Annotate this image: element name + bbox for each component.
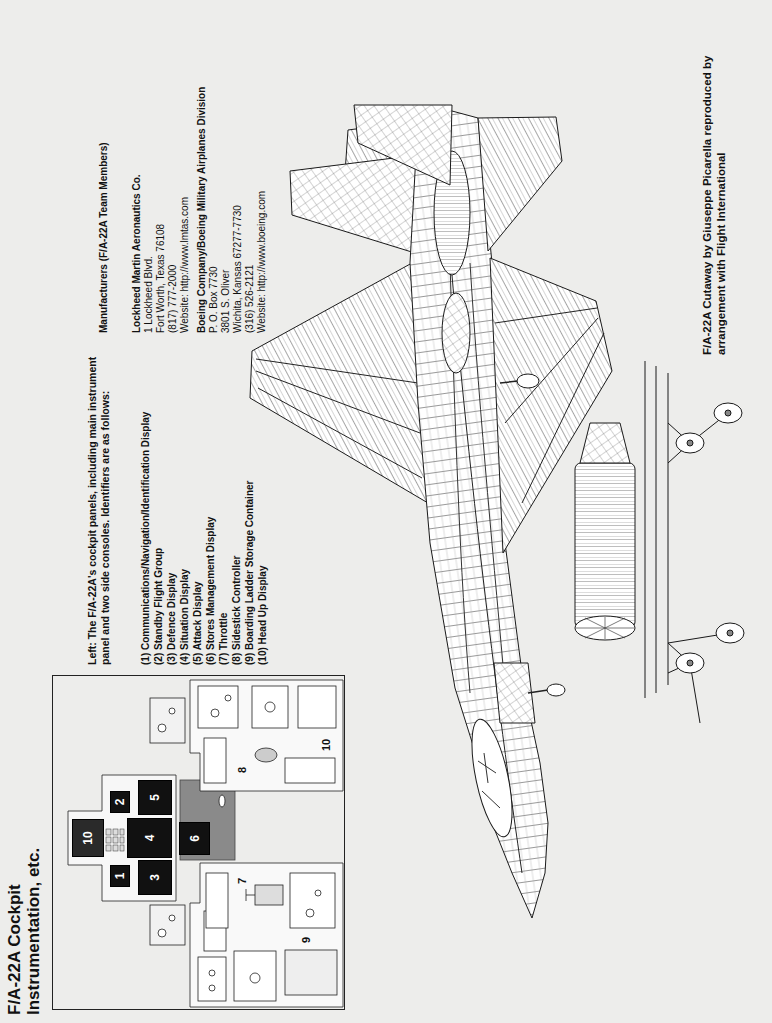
callout-number: 10: [320, 739, 333, 751]
identifier-item: (3) Defence Display: [166, 573, 178, 665]
address-line: P. O. Box 7730: [208, 266, 220, 333]
address-line: Website: http://www.boeing.com: [256, 191, 268, 333]
address-line: Wichita, Kansas 67277-7730: [232, 205, 244, 333]
identifier-item: (4) Situation Display: [179, 569, 191, 665]
callout-number: 5: [148, 794, 162, 801]
identifier-item: (7) Throttle: [218, 613, 230, 665]
mfd-display: 3: [138, 860, 172, 895]
callout-number: 3: [148, 874, 162, 881]
callout-number: 10: [81, 831, 95, 844]
cockpit-panels: [68, 680, 343, 1007]
keypad: [106, 829, 124, 851]
address-line: Fort Worth, Texas 76108: [155, 224, 167, 333]
callout-number: 9: [300, 937, 313, 943]
standby-display: 2: [110, 791, 130, 813]
panel-heading: F/A-22A Cockpit Instrumentation, etc.: [5, 820, 43, 1015]
intro-note: Left: The F/A-22A's cockpit panels, incl…: [86, 350, 111, 665]
identifier-item: (5) Attack Display: [192, 581, 204, 665]
standby-display: 1: [110, 865, 130, 887]
engine-and-trolley: [575, 361, 744, 723]
identifier-item: (10) Head Up Display: [257, 566, 269, 665]
address-line: (817) 777-2000: [167, 265, 179, 333]
callout-number: 7: [236, 878, 249, 884]
callout-number: 8: [236, 767, 249, 773]
mfd-display: 4: [127, 818, 172, 858]
cockpit-frame: F/A-22A Cockpit Instrumentation, etc. 10 1…: [5, 675, 345, 1015]
identifier-item: (9) Boarding Ladder Storage Container: [244, 481, 256, 665]
address-line: 1 Lockheed Blvd.: [143, 256, 155, 333]
hud-display: 10: [72, 819, 104, 857]
address-line: 3801 S. Oliver: [220, 270, 232, 333]
callout-number: 2: [113, 799, 127, 806]
address-line: Website: http://www.lmtas.com: [179, 197, 191, 333]
callout-number: 1: [113, 873, 127, 880]
address-line: Boeing Company/Boeing Military Airplanes…: [196, 87, 208, 333]
identifier-item: (2) Standby Flight Group: [153, 548, 165, 665]
identifier-item: (6) Stores Management Display: [205, 517, 217, 665]
identifier-item: (8) Sidestick Controller: [231, 556, 243, 665]
callout-number: 4: [143, 835, 157, 842]
aircraft-cutaway: [250, 105, 612, 918]
figure-caption: F/A-22A Cutaway by Giuseppe Picarella re…: [700, 10, 728, 355]
section-heading: Manufacturers (F/A-22A Team Members): [98, 142, 110, 333]
address-line: Lockheed Martin Aeronautics Co.: [131, 174, 143, 333]
identifier-item: (1) Communications/Navigation/Identifica…: [140, 412, 152, 665]
mfd-display: 6: [179, 822, 210, 855]
mfd-display: 5: [138, 780, 172, 815]
address-line: (316) 526-2121: [244, 265, 256, 333]
callout-number: 6: [188, 835, 202, 842]
